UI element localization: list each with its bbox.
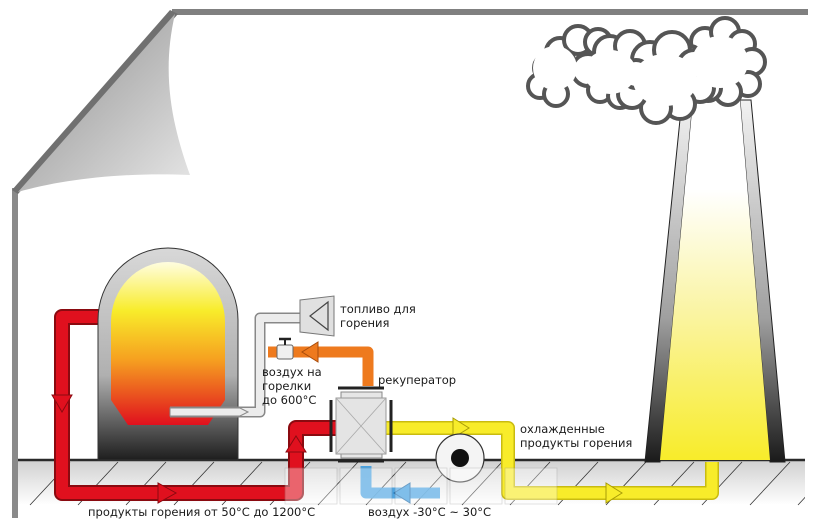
furnace-flame [111, 262, 225, 425]
hatch-line [461, 461, 503, 506]
label-burner-air: воздух на горелки до 600°C [262, 365, 322, 407]
thumbnail [284, 467, 338, 505]
label-intake-air: воздух -30°C ~ 30°C [368, 505, 492, 519]
furnace [97, 247, 239, 461]
burner-nozzle [169, 407, 250, 417]
hot-flue-arrow-down [51, 394, 73, 413]
hot-flue-pipe [51, 309, 336, 504]
fan [435, 433, 485, 483]
cloud-fill [533, 36, 748, 106]
cooled-flue-arrow-1 [452, 417, 470, 439]
fuel-inlet-cone [309, 300, 329, 332]
hot-flue-arrow-up [285, 435, 307, 453]
hatch-line [797, 461, 805, 506]
label-recuperator: рекуператор [378, 373, 457, 387]
air-valve [276, 337, 294, 360]
page-left-shadow [12, 188, 18, 518]
chimney-flue [660, 100, 770, 460]
thumbnail [504, 467, 558, 505]
cold-air-arrow [393, 482, 411, 504]
label-cooled-products: охлажденные продукты горения [520, 422, 633, 450]
cooled-flue-arrow-2 [605, 482, 623, 504]
fuel-inlet [299, 295, 335, 337]
page-frame [12, 9, 808, 518]
fuel-pipe [169, 312, 300, 418]
thumbnail-strip [284, 467, 558, 505]
valve-body [276, 344, 294, 360]
page-curl [18, 14, 190, 192]
hatch-line [749, 461, 791, 506]
thumbnail [394, 467, 448, 505]
page-diagonal-shadow [12, 10, 178, 194]
preheated-air-pipe [268, 341, 374, 386]
hot-flue-arrow-right [157, 482, 178, 504]
thumbnail [449, 467, 503, 505]
preheated-air-arrow [301, 341, 319, 363]
hatch-line [317, 461, 359, 506]
label-fuel: топливо для горения [340, 302, 416, 330]
recuperator [329, 386, 393, 463]
recuperator-cross-2 [335, 397, 387, 455]
cooled-flue-pipe [384, 417, 719, 504]
hot-flue-pipe-fill [56, 311, 336, 499]
fan-hub [451, 449, 469, 467]
fuel-inlet-housing [299, 295, 335, 337]
page-top-shadow [172, 9, 808, 15]
smoke-clouds [526, 16, 767, 125]
chimney [644, 99, 786, 463]
cold-air-pipe [360, 466, 440, 504]
thumbnail [339, 467, 393, 505]
label-combustion-products: продукты горения от 50°C до 1200°C [88, 505, 316, 519]
